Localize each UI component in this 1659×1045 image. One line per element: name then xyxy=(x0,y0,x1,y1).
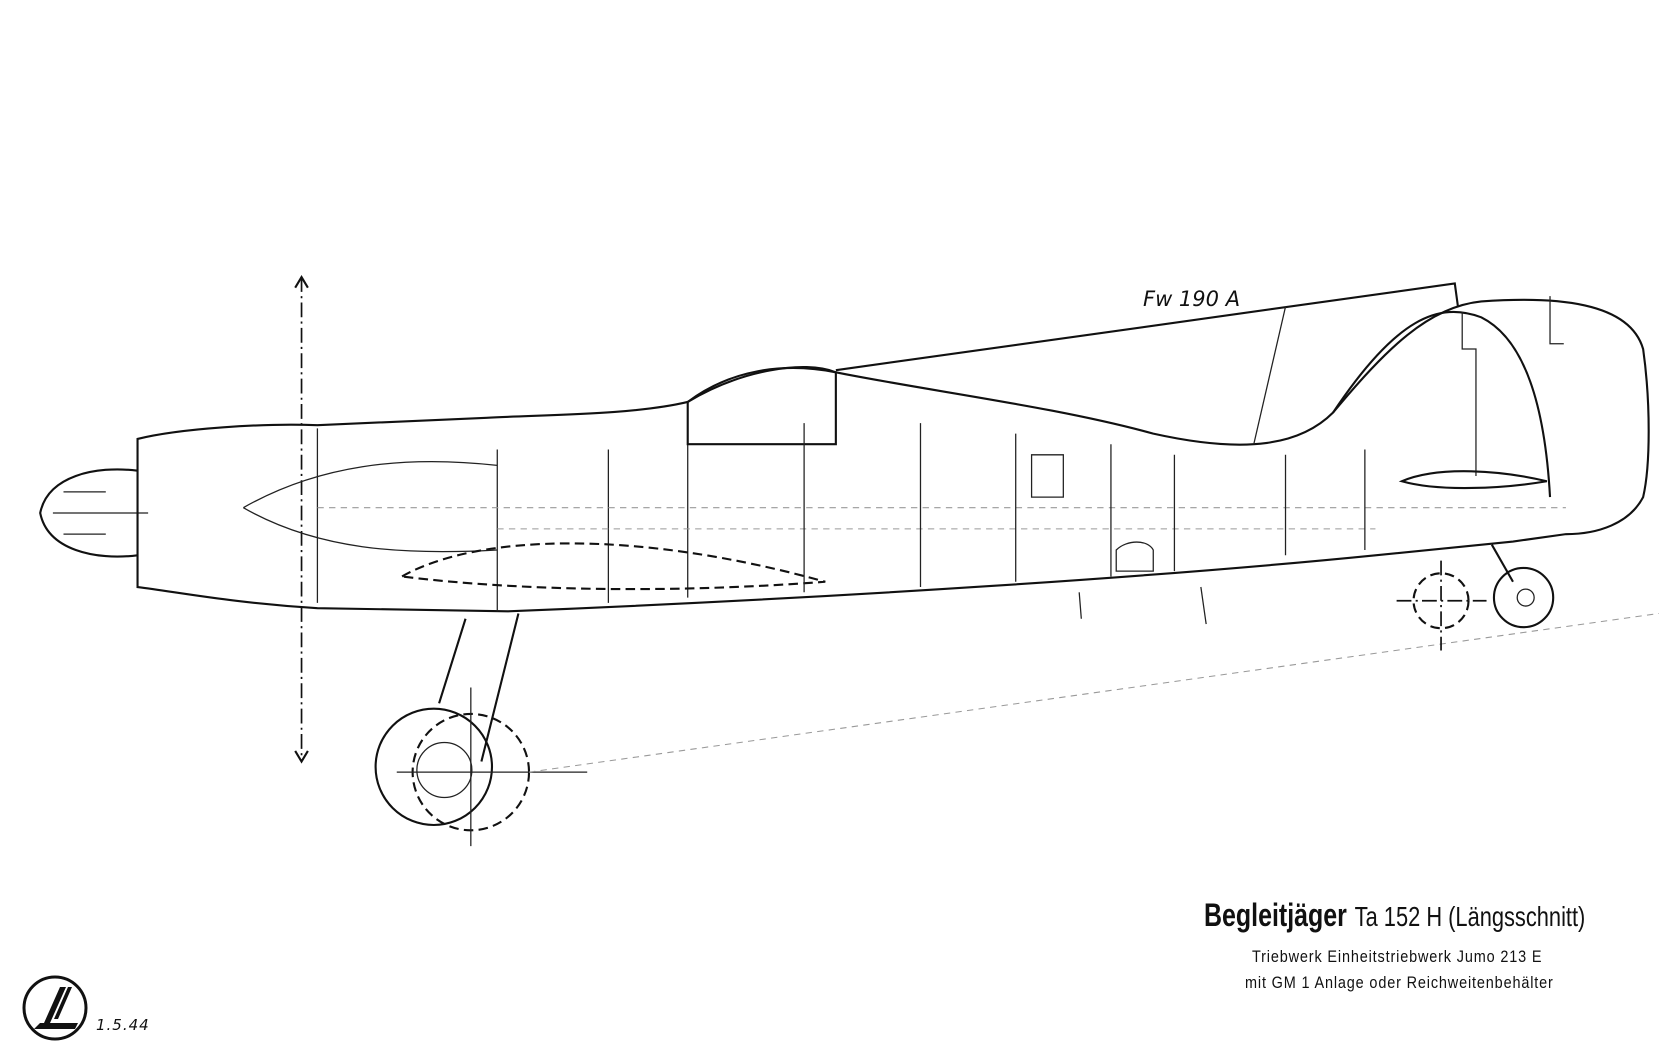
propeller-axis xyxy=(294,275,309,764)
fw190-comparison-outline xyxy=(835,282,1460,372)
canopy xyxy=(686,367,837,446)
spinner xyxy=(39,468,138,558)
fw190-label: Fw 190 A xyxy=(1143,287,1241,311)
main-landing-gear xyxy=(374,612,1659,847)
equipment-caption: mit GM 1 Anlage oder Reichweitenbehälter xyxy=(1245,973,1554,992)
title-subtitle: Ta 152 H (Längsschnitt) xyxy=(1354,901,1586,932)
tail-wheel xyxy=(1396,544,1555,651)
drawing-date: 1.5.44 xyxy=(96,1016,150,1034)
tailplane xyxy=(1398,470,1548,490)
tail-fin xyxy=(1332,310,1552,498)
engine-caption: Triebwerk Einheitstriebwerk Jumo 213 E xyxy=(1252,947,1543,966)
title-main: Begleitjäger xyxy=(1204,897,1347,933)
fuselage-outline xyxy=(136,298,1650,613)
rlm-logo-icon xyxy=(22,975,88,1041)
